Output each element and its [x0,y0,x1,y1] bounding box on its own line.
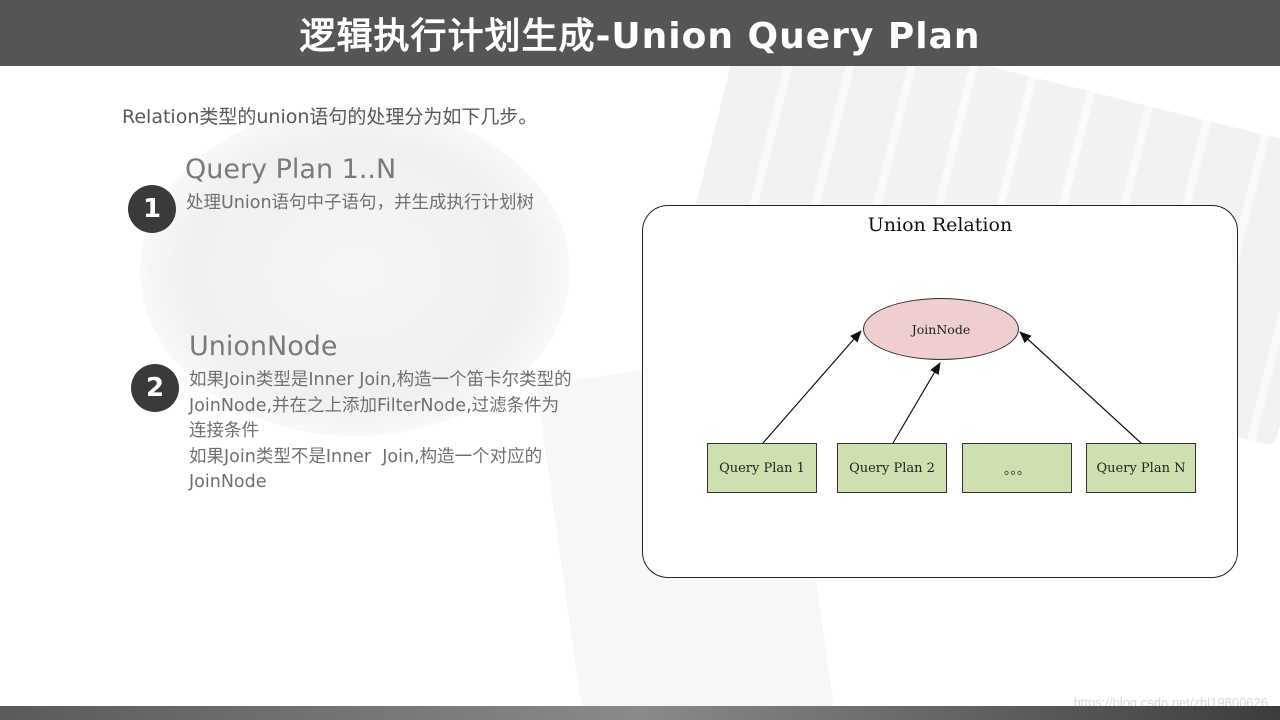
step-2-line: 如果Join类型不是Inner Join,构造一个对应的 [189,446,543,467]
step-2-line: 如果Join类型是Inner Join,构造一个笛卡尔类型的 [189,370,572,390]
step-2-line: JoinNode,并在之上添加FilterNode,过滤条件为 [189,395,560,416]
query-plan-2-node: Query Plan 2 [837,443,947,493]
step-2-line: JoinNode [189,472,267,492]
footer-bar [0,706,1280,720]
edge-qpn-to-joinnode [1019,331,1142,444]
query-plan-1-node: Query Plan 1 [707,443,817,493]
step-2-badge: 2 [131,364,179,412]
query-plan-n-node: Query Plan N [1086,443,1196,493]
diagram-title: Union Relation [867,214,1013,236]
intro-text: Relation类型的union语句的处理分为如下几步。 [122,106,538,128]
title-bar: 逻辑执行计划生成-Union Query Plan [0,0,1280,66]
edge-qp1-to-joinnode [762,330,862,444]
diagram-edges [762,330,1142,444]
join-node: JoinNode [863,298,1019,360]
step-2-heading: UnionNode [189,331,338,362]
step-1-badge: 1 [128,185,176,233]
ellipsis-node: 。。。 [962,443,1072,493]
union-relation-diagram: Union Relation JoinNode Query Plan 1 Que… [642,205,1238,578]
slide-title: 逻辑执行计划生成-Union Query Plan [299,16,981,57]
step-1-body: 处理Union语句中子语句，并生成执行计划树 [186,191,534,217]
step-1-heading: Query Plan 1..N [185,154,397,185]
edge-qp2-to-joinnode [892,362,941,444]
step-2-line: 连接条件 [189,421,259,441]
step-1-line: 处理Union语句中子语句，并生成执行计划树 [186,193,535,213]
step-2-body: 如果Join类型是Inner Join,构造一个笛卡尔类型的 JoinNode,… [189,368,572,496]
